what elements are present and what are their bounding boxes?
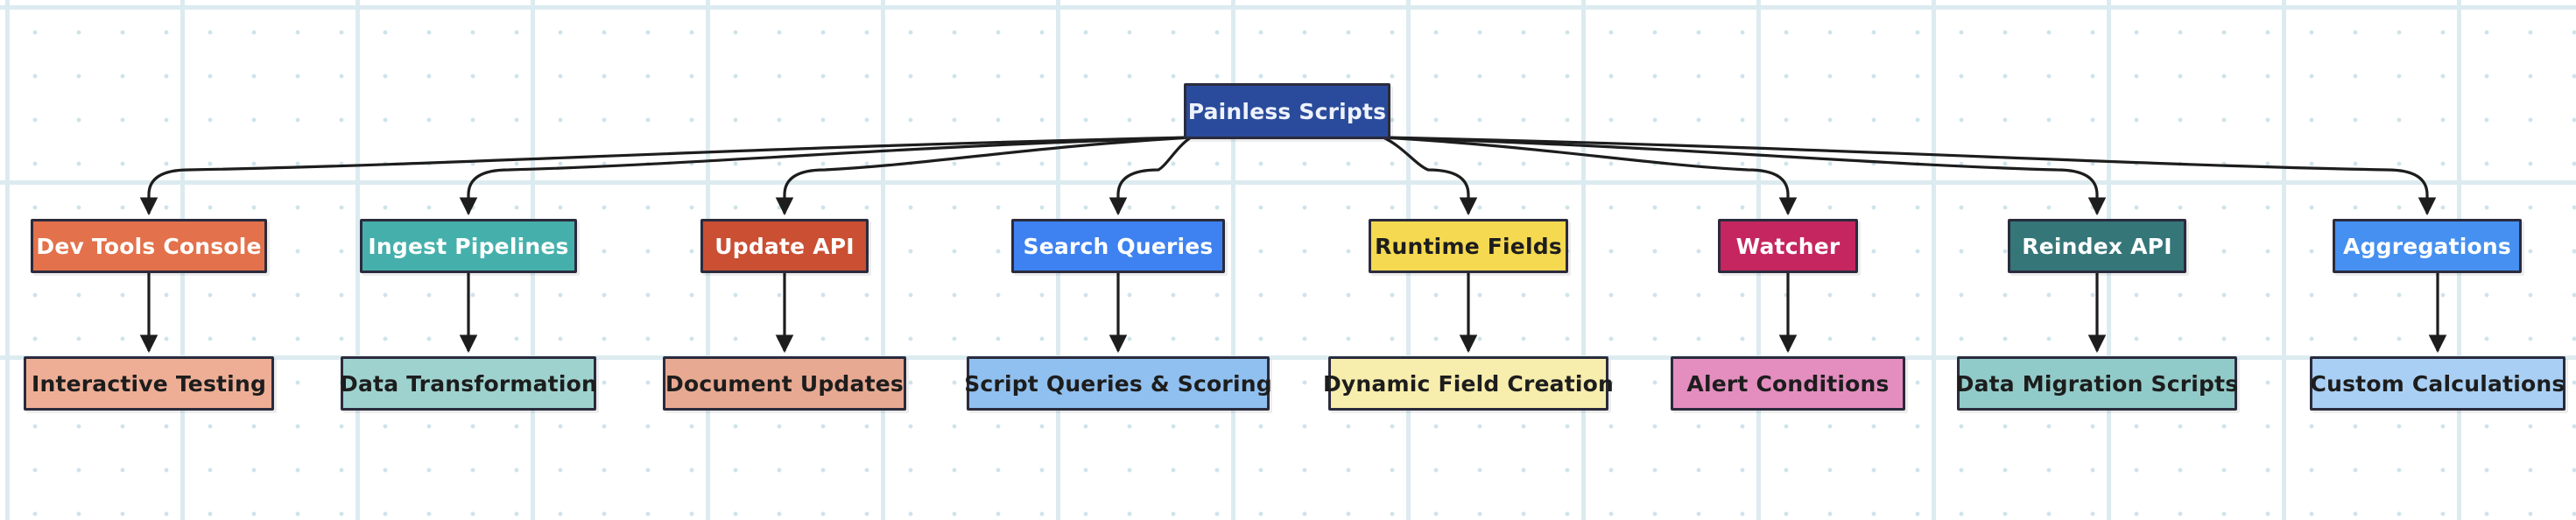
node-watcher-detail[interactable]: Alert Conditions <box>1671 356 1905 411</box>
node-aggregations-label: Aggregations <box>2343 233 2511 259</box>
node-aggregations-detail[interactable]: Custom Calculations <box>2310 356 2565 411</box>
node-search-queries[interactable]: Search Queries <box>1011 219 1225 273</box>
node-ingest-pipelines-detail-label: Data Transformation <box>340 370 597 397</box>
edge-root-to-runtime-fields <box>1383 136 1478 216</box>
node-aggregations-detail-label: Custom Calculations <box>2310 370 2565 397</box>
node-update-api-label: Update API <box>714 233 855 259</box>
node-update-api-detail-label: Document Updates <box>665 370 904 397</box>
node-runtime-fields-label: Runtime Fields <box>1375 233 1562 259</box>
edge-root-to-search-queries <box>1109 136 1192 216</box>
edge-root-to-aggregations <box>1383 136 2437 216</box>
node-painless-scripts-label: Painless Scripts <box>1187 98 1387 124</box>
node-painless-scripts[interactable]: Painless Scripts <box>1184 83 1390 139</box>
node-ingest-pipelines[interactable]: Ingest Pipelines <box>360 219 577 273</box>
node-dev-tools-console-detail-label: Interactive Testing <box>31 370 267 397</box>
node-update-api-detail[interactable]: Document Updates <box>663 356 906 411</box>
node-dev-tools-console[interactable]: Dev Tools Console <box>31 219 267 273</box>
node-search-queries-detail[interactable]: Script Queries & Scoring <box>964 356 1272 411</box>
node-watcher-detail-label: Alert Conditions <box>1686 370 1890 397</box>
node-runtime-fields[interactable]: Runtime Fields <box>1369 219 1568 273</box>
node-reindex-api-detail[interactable]: Data Migration Scripts <box>1955 356 2239 411</box>
node-aggregations[interactable]: Aggregations <box>2333 219 2522 273</box>
edge-root-to-update-api <box>775 136 1192 216</box>
edge-root-to-reindex-api <box>1383 136 2107 216</box>
edge-root-to-watcher <box>1383 136 1798 216</box>
node-dev-tools-console-detail[interactable]: Interactive Testing <box>24 356 274 411</box>
node-dev-tools-console-label: Dev Tools Console <box>36 233 262 259</box>
node-search-queries-detail-label: Script Queries & Scoring <box>964 370 1272 397</box>
node-runtime-fields-detail[interactable]: Dynamic Field Creation <box>1323 356 1614 411</box>
node-watcher-label: Watcher <box>1735 233 1841 259</box>
edge-root-to-dev-tools-console <box>139 136 1192 216</box>
node-watcher[interactable]: Watcher <box>1718 219 1858 273</box>
node-ingest-pipelines-label: Ingest Pipelines <box>368 233 569 259</box>
node-reindex-api-detail-label: Data Migration Scripts <box>1955 370 2239 397</box>
node-ingest-pipelines-detail[interactable]: Data Transformation <box>340 356 597 411</box>
node-runtime-fields-detail-label: Dynamic Field Creation <box>1322 370 1615 397</box>
node-reindex-api-label: Reindex API <box>2022 233 2172 259</box>
node-search-queries-label: Search Queries <box>1023 233 1214 259</box>
edge-root-to-ingest-pipelines <box>459 136 1192 216</box>
node-update-api[interactable]: Update API <box>700 219 869 273</box>
node-reindex-api[interactable]: Reindex API <box>2008 219 2186 273</box>
